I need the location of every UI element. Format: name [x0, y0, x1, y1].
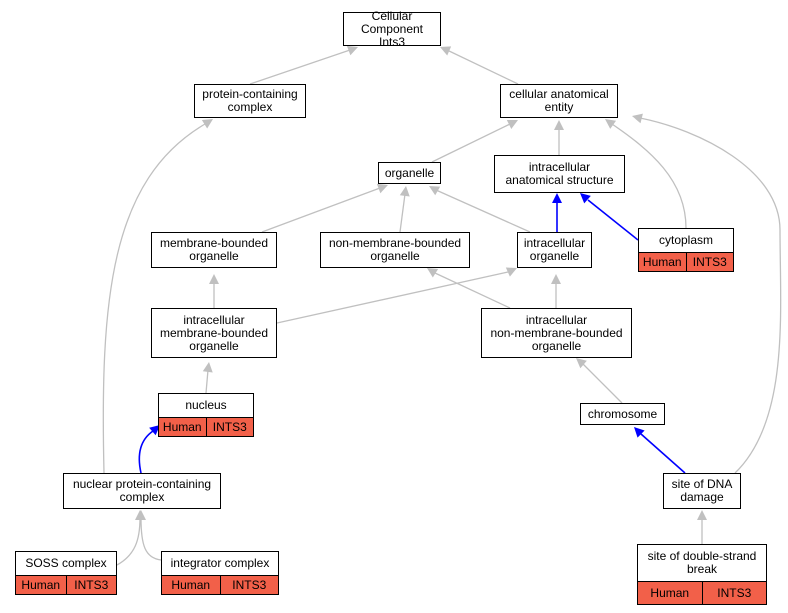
node-site-of-double-strand-break[interactable]: site of double-strand break Human INTS3: [637, 544, 767, 605]
node-protein-containing-complex[interactable]: protein-containing complex: [194, 84, 306, 118]
edge-inmbo-nmbo-arrowhead: [427, 268, 439, 278]
node-label: site of double-strand break: [647, 549, 757, 576]
edge-io-ias-arrowhead: [552, 193, 562, 203]
edge-soss-npcc: [116, 517, 141, 566]
edge-ias-cae-arrowhead: [554, 120, 564, 130]
node-label: intracellular organelle: [523, 236, 586, 263]
edge-chromo-inmbo: [582, 363, 623, 404]
annotation-species[interactable]: Human: [21, 578, 61, 592]
edge-imbo-io-arrowhead: [505, 267, 517, 277]
node-label: cellular anatomical entity: [509, 87, 609, 114]
edge-npcc-nucleus: [138, 430, 154, 474]
edge-inmbo-io-arrowhead: [551, 274, 561, 284]
edge-integ-npcc: [140, 517, 162, 561]
edge-nuc-imbo-arrowhead: [202, 362, 213, 373]
node-label: non-membrane-bounded organelle: [328, 236, 462, 263]
annotation-species[interactable]: Human: [171, 578, 211, 592]
node-label: membrane-bounded organelle: [159, 236, 269, 263]
edge-dsb-dna-arrowhead: [697, 510, 707, 520]
node-label: SOSS complex: [25, 556, 107, 570]
edge-dna-chromo-arrowhead: [634, 427, 645, 438]
node-nuclear-protein-containing-complex[interactable]: nuclear protein-containing complex: [63, 473, 221, 509]
annotation-gene[interactable]: INTS3: [219, 576, 279, 594]
edge-imbo-mbo-arrowhead: [209, 274, 219, 284]
node-label: site of DNA damage: [671, 477, 733, 504]
edge-mbo-organelle: [261, 187, 381, 233]
edge-mbo-organelle-arrowhead: [376, 183, 388, 194]
annotation-row: Human INTS3: [162, 575, 278, 594]
edge-organelle-cae-arrowhead: [506, 120, 518, 129]
edges: [102, 45, 782, 566]
node-label: cytoplasm: [658, 233, 714, 247]
node-integrator-complex[interactable]: integrator complex Human INTS3: [161, 551, 279, 595]
annotation-row: Human INTS3: [159, 417, 253, 436]
annotation-species[interactable]: Human: [162, 420, 202, 434]
annotation-row: Human INTS3: [16, 575, 116, 594]
node-intracellular-membrane-bounded-organelle[interactable]: intracellular membrane-bounded organelle: [151, 308, 277, 358]
node-label: Cellular Component Ints3: [360, 8, 424, 49]
edge-dna-chromo: [640, 433, 686, 474]
edge-cae-root-arrowhead: [440, 46, 452, 56]
annotation-row: Human INTS3: [639, 252, 733, 271]
node-label: organelle: [384, 165, 435, 180]
annotation-gene[interactable]: INTS3: [205, 418, 254, 436]
node-label: intracellular non-membrane-bounded organ…: [490, 312, 623, 353]
annotation-gene[interactable]: INTS3: [685, 253, 734, 271]
edge-io-organelle-arrowhead: [429, 186, 441, 196]
node-label: chromosome: [587, 406, 658, 421]
node-label: intracellular membrane-bounded organelle: [159, 312, 269, 353]
edge-nmbo-organelle-arrowhead: [399, 186, 410, 197]
edge-chromo-inmbo-arrowhead: [576, 358, 587, 369]
node-label: intracellular anatomical structure: [505, 160, 614, 187]
node-chromosome[interactable]: chromosome: [580, 403, 665, 425]
node-cellular-anatomical-entity[interactable]: cellular anatomical entity: [500, 84, 618, 118]
node-nucleus[interactable]: nucleus Human INTS3: [158, 393, 254, 437]
node-organelle[interactable]: organelle: [378, 162, 441, 184]
edge-dna-cae: [639, 117, 782, 474]
edge-pcc-root-arrowhead: [346, 45, 358, 56]
annotation-species[interactable]: Human: [650, 586, 690, 600]
edge-npcc-pcc: [102, 123, 206, 474]
node-cellular-component-root[interactable]: Cellular Component Ints3: [343, 8, 441, 49]
node-label: integrator complex: [170, 556, 270, 570]
annotation-gene[interactable]: INTS3: [701, 582, 767, 604]
node-membrane-bounded-organelle[interactable]: membrane-bounded organelle: [151, 232, 277, 268]
edge-cyto-ias-arrowhead: [580, 193, 591, 204]
annotation-gene[interactable]: INTS3: [65, 576, 117, 594]
edge-nuc-imbo: [205, 369, 209, 394]
node-intracellular-organelle[interactable]: intracellular organelle: [517, 232, 592, 268]
node-non-membrane-bounded-organelle[interactable]: non-membrane-bounded organelle: [320, 232, 470, 268]
edge-cyto-ias: [587, 199, 639, 241]
edge-cyto-cae: [611, 123, 687, 229]
edge-dna-cae-arrowhead: [632, 113, 643, 124]
edge-imbo-io: [276, 271, 509, 324]
edge-cae-root: [446, 49, 519, 85]
annotation-row: Human INTS3: [638, 581, 766, 604]
node-label: nucleus: [185, 398, 227, 412]
node-cytoplasm[interactable]: cytoplasm Human INTS3: [638, 228, 734, 272]
edge-npcc-nucleus-arrowhead: [149, 425, 160, 436]
node-intracellular-anatomical-structure[interactable]: intracellular anatomical structure: [494, 155, 625, 193]
edge-io-organelle: [435, 189, 531, 233]
node-label: protein-containing complex: [202, 87, 298, 114]
edge-inmbo-nmbo: [434, 272, 511, 309]
edge-pcc-root: [249, 49, 351, 85]
node-site-of-dna-damage[interactable]: site of DNA damage: [663, 473, 741, 509]
edge-integ-npcc-arrowhead: [136, 510, 146, 520]
edge-nmbo-organelle: [399, 193, 406, 233]
edge-organelle-cae: [431, 123, 511, 163]
edge-cyto-cae-arrowhead: [605, 119, 617, 129]
node-soss-complex[interactable]: SOSS complex Human INTS3: [15, 551, 117, 595]
annotation-species[interactable]: Human: [642, 255, 682, 269]
node-intracellular-non-membrane-bounded-organelle[interactable]: intracellular non-membrane-bounded organ…: [481, 308, 632, 358]
node-label: nuclear protein-containing complex: [72, 477, 212, 504]
edge-npcc-pcc-arrowhead: [201, 119, 213, 129]
